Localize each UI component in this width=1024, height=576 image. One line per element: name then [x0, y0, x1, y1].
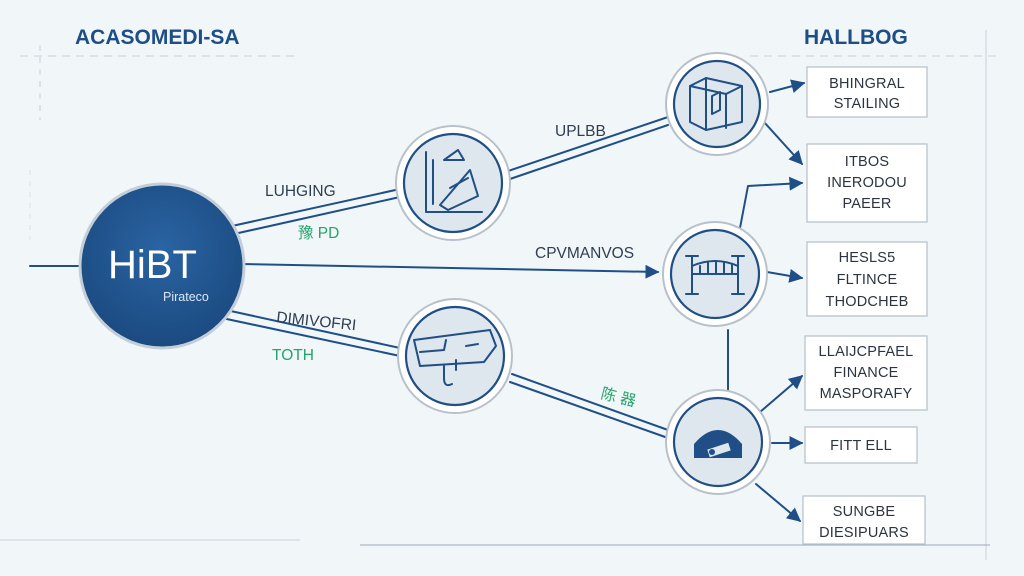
edge-label-upper-left: LUHGING: [265, 183, 336, 200]
box-finance-line-3: MASPORAFY: [820, 386, 913, 402]
hub-title: HiBT: [108, 243, 197, 287]
box-itbos-line-1: ITBOS: [845, 154, 890, 170]
header-right: HALLBOG: [804, 26, 908, 49]
background-guides: [0, 30, 1000, 560]
box-hesls-line-1: HESLS5: [839, 250, 896, 266]
machine-icon: [413, 329, 497, 387]
box-hesls-line-2: FLTINCE: [837, 272, 898, 288]
box-sungbe[interactable]: SUNGBE DIESIPUARS: [802, 495, 926, 545]
box-itbos[interactable]: ITBOS INERODOU PAEER: [806, 143, 928, 223]
dome-icon: [694, 430, 742, 458]
box-bhingral-line-1: BHINGRAL: [829, 76, 905, 92]
edge-label-top: UPLBB: [555, 123, 606, 140]
box-node[interactable]: [665, 52, 769, 156]
bridge-node[interactable]: [662, 221, 768, 327]
box-hesls[interactable]: HESLS5 FLTINCE THODCHEB: [806, 241, 928, 317]
chart-icon: [425, 149, 483, 213]
chart-node[interactable]: [395, 125, 511, 241]
box-itbos-line-2: INERODOU: [827, 175, 907, 191]
header-left: ACASOMEDI-SA: [75, 26, 240, 49]
edge-label-lower-left-green: TOTH: [272, 347, 314, 364]
box-finance-line-1: LLAIJCPFAEL: [819, 344, 914, 360]
box-bhingral[interactable]: BHINGRAL STAILING: [806, 66, 928, 118]
box-fitt-ell-line-1: FITT ELL: [830, 438, 892, 454]
hub-subtitle: Pirateco: [163, 290, 209, 304]
box-fitt-ell[interactable]: FITT ELL: [804, 426, 918, 464]
box-icon: [689, 77, 743, 131]
box-itbos-line-3: PAEER: [842, 196, 891, 212]
box-bhingral-line-2: STAILING: [834, 96, 901, 112]
bridge-icon: [685, 255, 745, 295]
box-sungbe-line-2: DIESIPUARS: [819, 525, 909, 541]
edge-label-upper-left-green: 豫 PD: [298, 224, 339, 242]
box-finance-line-2: FINANCE: [833, 365, 898, 381]
box-sungbe-line-1: SUNGBE: [833, 504, 896, 520]
box-finance[interactable]: LLAIJCPFAEL FINANCE MASPORAFY: [804, 335, 928, 411]
machine-node[interactable]: [397, 298, 513, 414]
edge-label-middle: CPVMANVOS: [535, 245, 634, 262]
box-hesls-line-3: THODCHEB: [826, 294, 909, 310]
dome-node[interactable]: [665, 389, 771, 495]
connections: [29, 79, 806, 522]
hibt-hub-node[interactable]: HiBT Pirateco: [78, 182, 246, 350]
